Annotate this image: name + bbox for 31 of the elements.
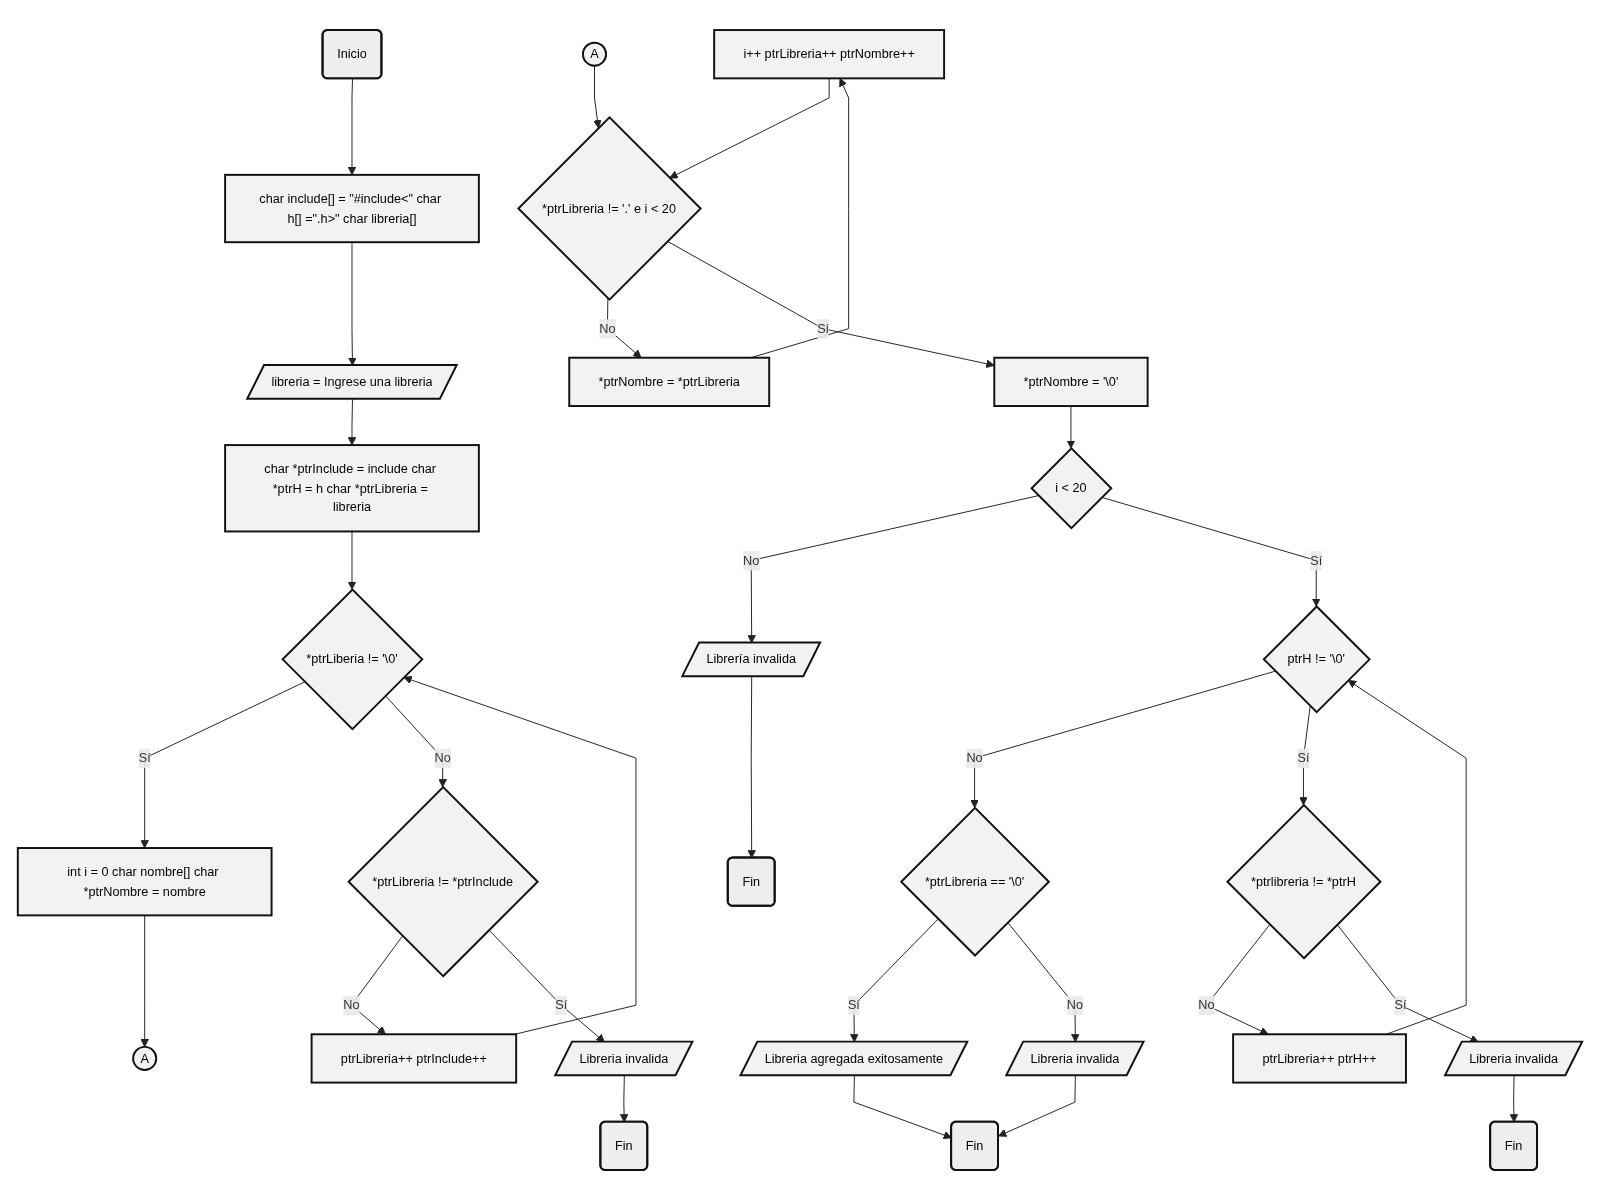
node-box: char *ptrInclude = include char *ptrH = h char *ptrLibreria = libreria (224, 444, 480, 533)
edge-label: Sí (817, 321, 830, 336)
node-diamond: ptrH != '\0' (1262, 605, 1371, 714)
node-box: *ptrNombre = '\0' (993, 356, 1149, 407)
node-diamond: *ptrLiberia != '\0' (281, 588, 424, 731)
node-box: int i = 0 char nombre[] char *ptrNombre = nombre (16, 847, 273, 917)
edge-label: No (434, 750, 451, 766)
node-diamond: *ptrLibreria != *ptrInclude (347, 785, 540, 978)
node-diamond: i < 20 (1030, 447, 1113, 530)
node-box: i++ ptrLibreria++ ptrNombre++ (713, 29, 946, 80)
edge-label: No (743, 552, 760, 568)
edge-label: Sí (555, 997, 568, 1013)
node-circle: A (581, 41, 608, 67)
node-circle: A (132, 1045, 158, 1071)
edge-label: No (1066, 997, 1084, 1013)
edge-label: Sí (138, 750, 151, 766)
node-box: *ptrNombre = *ptrLibreria (568, 356, 771, 407)
node-box: char include[] = "#include<" char h[] =".h>" char libreria[] (224, 173, 480, 244)
edge-label: No (1198, 997, 1215, 1013)
node-box: ptrLibreria++ ptrInclude++ (310, 1033, 518, 1084)
node-box: ptrLibreria++ ptrH++ (1232, 1033, 1407, 1084)
edge-label: Sí (1297, 750, 1310, 766)
edge-label: Sí (1310, 552, 1323, 568)
edge-label: No (599, 321, 616, 336)
edge-label: Sí (847, 997, 860, 1013)
node-diamond: *ptrlibreria != *ptrH (1226, 803, 1382, 960)
edge-label: No (343, 997, 360, 1013)
node-diamond: *ptrLibreria != '.' e i < 20 (517, 116, 703, 302)
edge-label: No (966, 750, 983, 766)
edge-label: Sí (1394, 997, 1407, 1013)
node-diamond: *ptrLibreria == '\0' (899, 806, 1051, 957)
